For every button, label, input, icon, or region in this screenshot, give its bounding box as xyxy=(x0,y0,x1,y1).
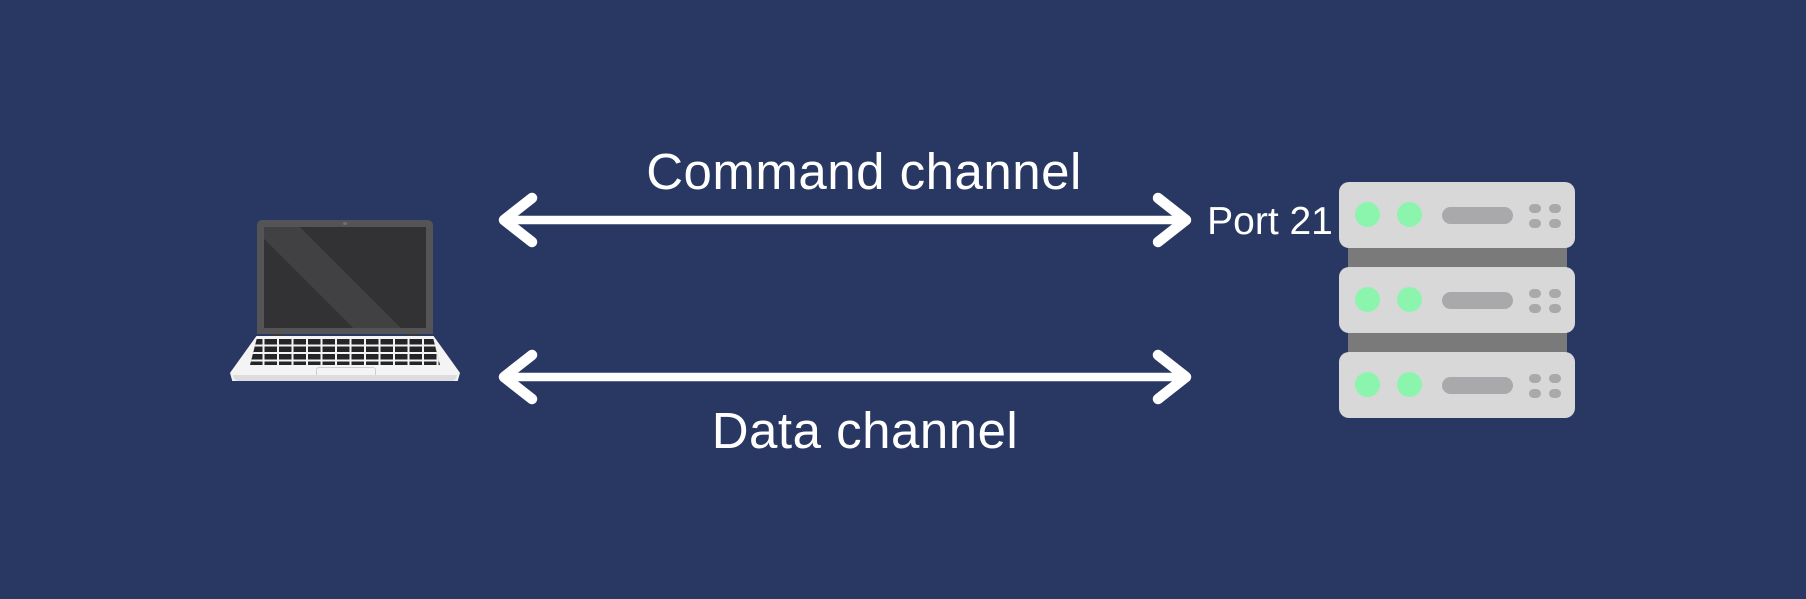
laptop-base xyxy=(230,336,460,381)
server-unit xyxy=(1339,352,1575,418)
drive-bay-icon xyxy=(1442,292,1513,309)
laptop-icon xyxy=(230,218,462,382)
vent-dot-icon xyxy=(1529,374,1541,383)
laptop-keyboard xyxy=(250,339,440,365)
laptop-camera-icon xyxy=(343,222,347,225)
port-21-label: Port 21 xyxy=(1207,200,1333,243)
vent-dot-icon xyxy=(1529,219,1541,228)
status-led-icon xyxy=(1397,202,1422,227)
vent-dot-icon xyxy=(1549,289,1561,298)
vent-dot-icon xyxy=(1529,204,1541,213)
command-channel-label: Command channel xyxy=(646,142,1082,200)
vent-dot-icon xyxy=(1549,374,1561,383)
laptop-lid xyxy=(257,220,433,334)
drive-bay-icon xyxy=(1442,207,1513,224)
vent-dot-icon xyxy=(1529,389,1541,398)
vent-dot-icon xyxy=(1549,204,1561,213)
data-channel-label: Data channel xyxy=(711,401,1019,459)
status-led-icon xyxy=(1397,372,1422,397)
laptop-screen xyxy=(264,227,426,328)
vent-dot-icon xyxy=(1549,219,1561,228)
vent-dot-icon xyxy=(1529,289,1541,298)
server-stack-icon xyxy=(1339,182,1575,418)
vent-dot-icon xyxy=(1549,389,1561,398)
server-unit xyxy=(1339,182,1575,248)
vent-dot-icon xyxy=(1549,304,1561,313)
data-channel-arrow xyxy=(498,349,1192,405)
status-led-icon xyxy=(1355,287,1380,312)
status-led-icon xyxy=(1397,287,1422,312)
status-led-icon xyxy=(1355,202,1380,227)
vent-dot-icon xyxy=(1529,304,1541,313)
status-led-icon xyxy=(1355,372,1380,397)
drive-bay-icon xyxy=(1442,377,1513,394)
laptop-base-edge xyxy=(233,375,457,381)
server-unit xyxy=(1339,267,1575,333)
command-channel-arrow xyxy=(498,192,1192,248)
